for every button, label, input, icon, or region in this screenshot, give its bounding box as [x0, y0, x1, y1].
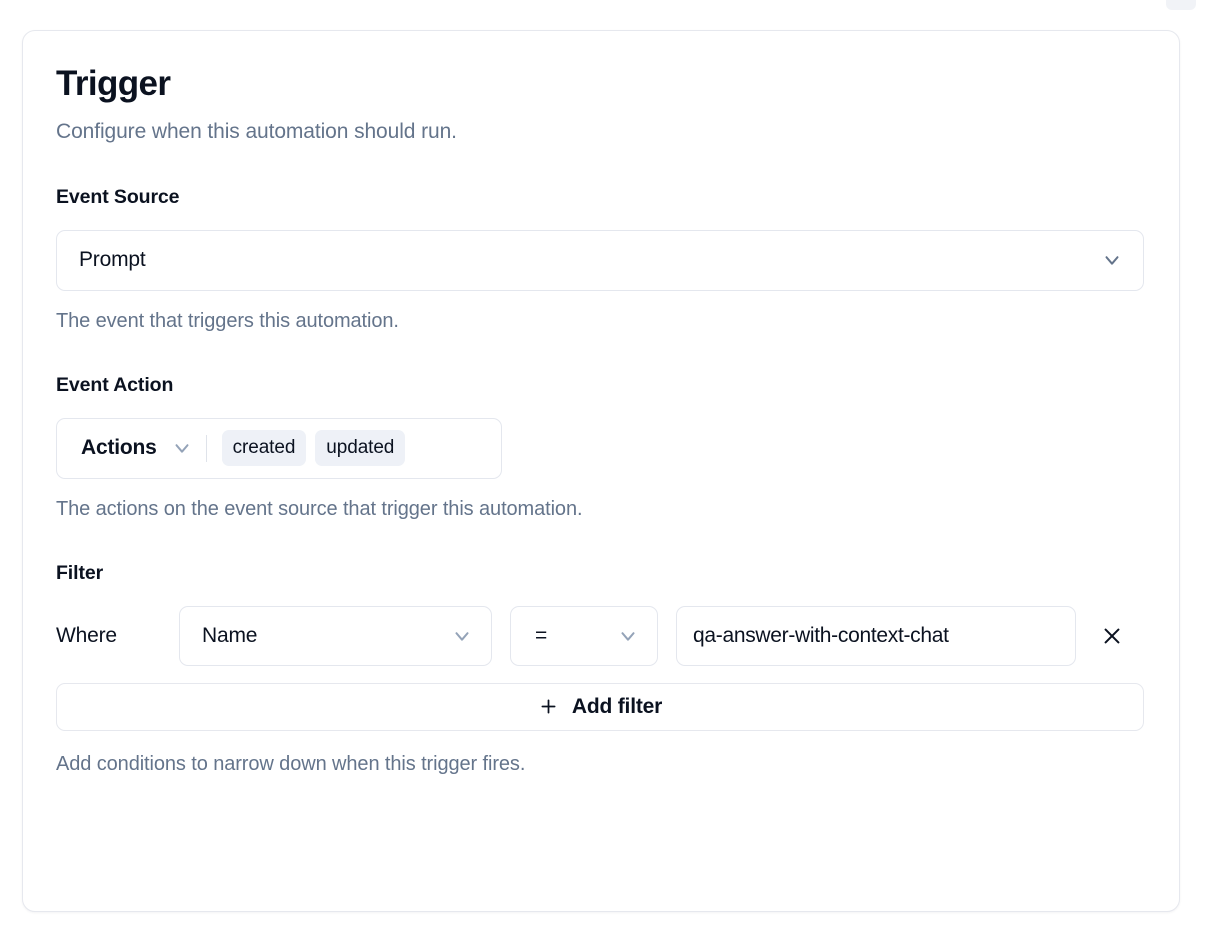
event-source-help: The event that triggers this automation.	[56, 309, 399, 332]
filter-field-value: Name	[202, 623, 258, 647]
plus-icon	[538, 696, 559, 717]
add-filter-label: Add filter	[571, 694, 663, 718]
page-title: Trigger	[56, 64, 171, 103]
top-edge-stub	[1166, 0, 1196, 10]
event-source-label: Event Source	[56, 185, 180, 208]
event-action-group: Event Action Actions created updated The…	[56, 374, 1146, 521]
chevron-down-icon	[1101, 249, 1123, 271]
filter-value-text: qa-answer-with-context-chat	[693, 623, 949, 647]
event-action-label: Event Action	[56, 373, 174, 396]
remove-filter-button[interactable]	[1092, 616, 1132, 656]
chevron-down-icon	[617, 625, 639, 647]
chevron-down-icon	[171, 437, 193, 459]
filter-label: Filter	[56, 561, 104, 584]
divider	[205, 434, 207, 462]
page-subtitle: Configure when this automation should ru…	[56, 119, 457, 143]
filter-value-input[interactable]: qa-answer-with-context-chat	[676, 605, 1076, 666]
event-action-control[interactable]: Actions created updated	[56, 417, 502, 479]
filter-help: Add conditions to narrow down when this …	[56, 752, 526, 775]
event-source-value: Prompt	[79, 248, 146, 272]
filter-row: Where Name = qa-answer-with-context-chat	[56, 605, 1146, 666]
event-action-dropdown-label: Actions	[81, 436, 157, 460]
filter-operator-value: =	[535, 623, 548, 647]
filter-group: Filter Where Name = qa-answer-with-c	[56, 562, 1146, 776]
close-icon	[1101, 625, 1123, 647]
event-action-badges: created updated	[221, 430, 406, 467]
event-source-group: Event Source Prompt The event that trigg…	[56, 186, 1146, 333]
badge-created[interactable]: created	[221, 430, 307, 467]
add-filter-button[interactable]: Add filter	[56, 682, 1144, 731]
event-source-select[interactable]: Prompt	[56, 229, 1144, 291]
where-label: Where	[56, 623, 117, 647]
badge-updated[interactable]: updated	[315, 430, 406, 467]
filter-field-select[interactable]: Name	[179, 605, 492, 666]
event-action-dropdown[interactable]: Actions	[81, 436, 193, 460]
chevron-down-icon	[451, 625, 473, 647]
filter-operator-select[interactable]: =	[510, 605, 658, 666]
event-action-help: The actions on the event source that tri…	[56, 497, 583, 520]
trigger-card: Trigger Configure when this automation s…	[22, 30, 1180, 912]
